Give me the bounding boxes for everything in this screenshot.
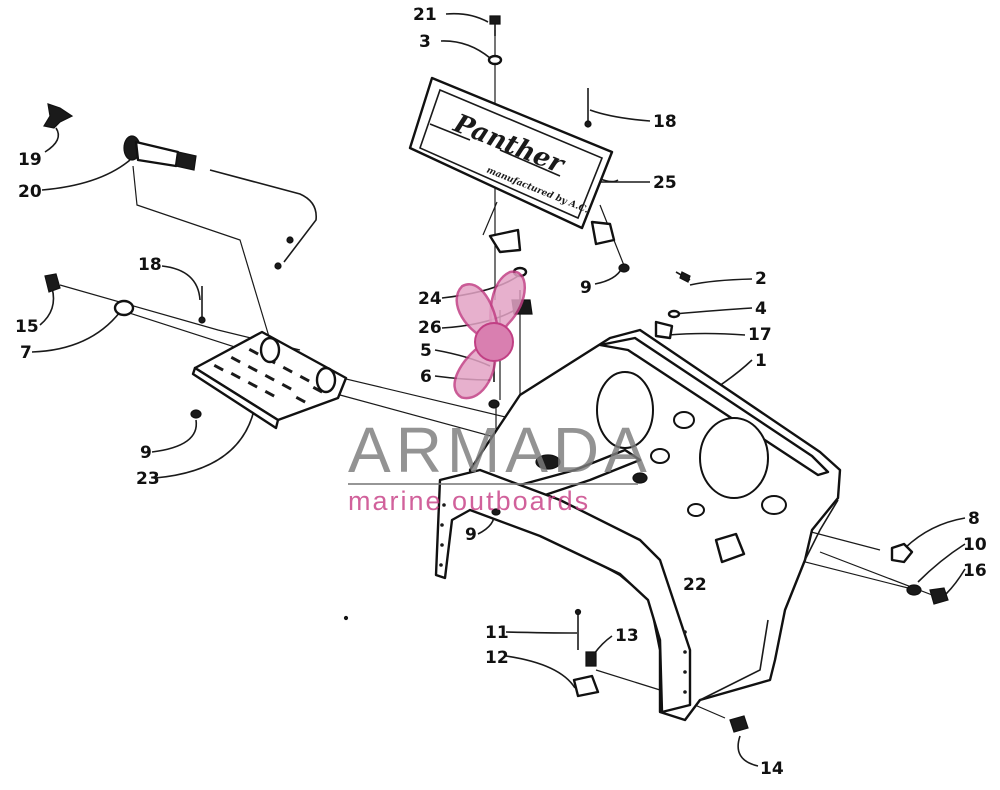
callout-10: 10 (963, 535, 987, 555)
callout-21: 21 (413, 5, 437, 25)
callout-4: 4 (755, 299, 767, 319)
callout-22: 22 (683, 575, 707, 595)
callout-20: 20 (18, 182, 42, 202)
callout-6: 6 (420, 367, 432, 387)
callout-9-plate: 9 (580, 278, 592, 298)
callout-26: 26 (418, 318, 442, 338)
callout-8: 8 (968, 509, 980, 529)
callout-14: 14 (760, 759, 784, 779)
tray-plate-part (191, 330, 348, 430)
callout-18-top: 18 (653, 112, 677, 132)
watermark: ARMADA marine outboards (348, 270, 652, 516)
callout-11: 11 (485, 623, 509, 643)
watermark-tagline: marine outboards (348, 486, 590, 516)
callout-24: 24 (418, 289, 442, 309)
nameplate-part: Panther manufactured by A.C. (408, 76, 614, 230)
callout-labels: 21 3 18 25 19 20 18 2 9 24 4 15 26 17 5 … (15, 5, 987, 779)
callout-7: 7 (20, 343, 32, 363)
callout-25: 25 (653, 173, 677, 193)
callout-15: 15 (15, 317, 39, 337)
watermark-brand: ARMADA (348, 414, 652, 486)
callout-1: 1 (755, 351, 767, 371)
callout-19: 19 (18, 150, 42, 170)
callout-13: 13 (615, 626, 639, 646)
callout-17: 17 (748, 325, 772, 345)
callout-3: 3 (419, 32, 431, 52)
callout-5: 5 (420, 341, 432, 361)
callout-18-left: 18 (138, 255, 162, 275)
callout-23: 23 (136, 469, 160, 489)
hardware-parts (43, 15, 949, 733)
callout-16: 16 (963, 561, 987, 581)
callout-9-left: 9 (140, 443, 152, 463)
propeller-logo-icon (453, 270, 526, 400)
callout-9-console: 9 (465, 525, 477, 545)
callout-2: 2 (755, 269, 767, 289)
console-panel-part (434, 328, 842, 722)
callout-12: 12 (485, 648, 509, 668)
